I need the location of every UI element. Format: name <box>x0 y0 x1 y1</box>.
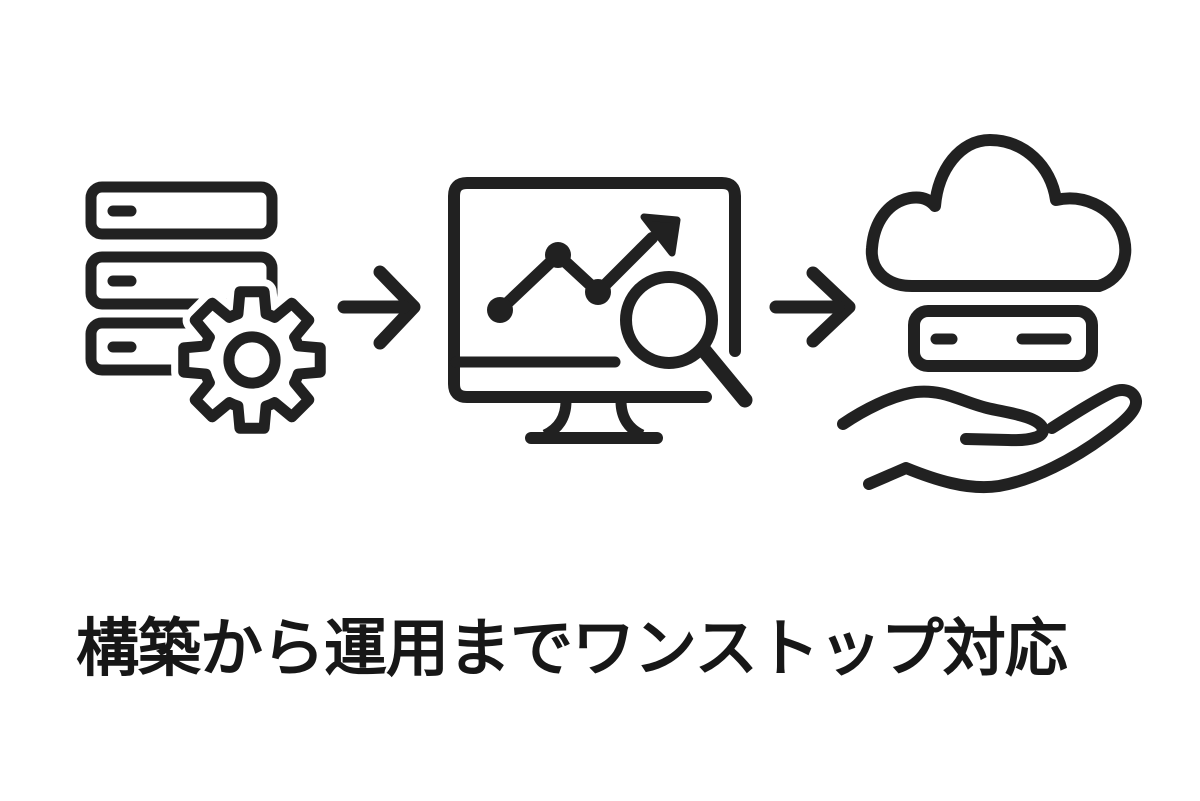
arrow-right-icon <box>768 258 863 358</box>
arrow-right-icon <box>335 258 435 358</box>
server-box-icon <box>908 305 1098 372</box>
gear-icon <box>171 279 333 441</box>
cloud-icon <box>865 134 1132 292</box>
magnifier-icon <box>611 262 753 408</box>
hand-icon <box>837 384 1142 494</box>
cloud-server-hand-icon <box>830 125 1150 500</box>
caption: 構築から運用までワンストップ対応 <box>76 614 1068 684</box>
server-gear-icon <box>75 170 340 445</box>
monitor-stand <box>525 400 663 444</box>
monitor-icon <box>448 177 741 444</box>
monitor-analytics-icon <box>440 170 770 455</box>
chart-line-icon <box>487 213 681 323</box>
